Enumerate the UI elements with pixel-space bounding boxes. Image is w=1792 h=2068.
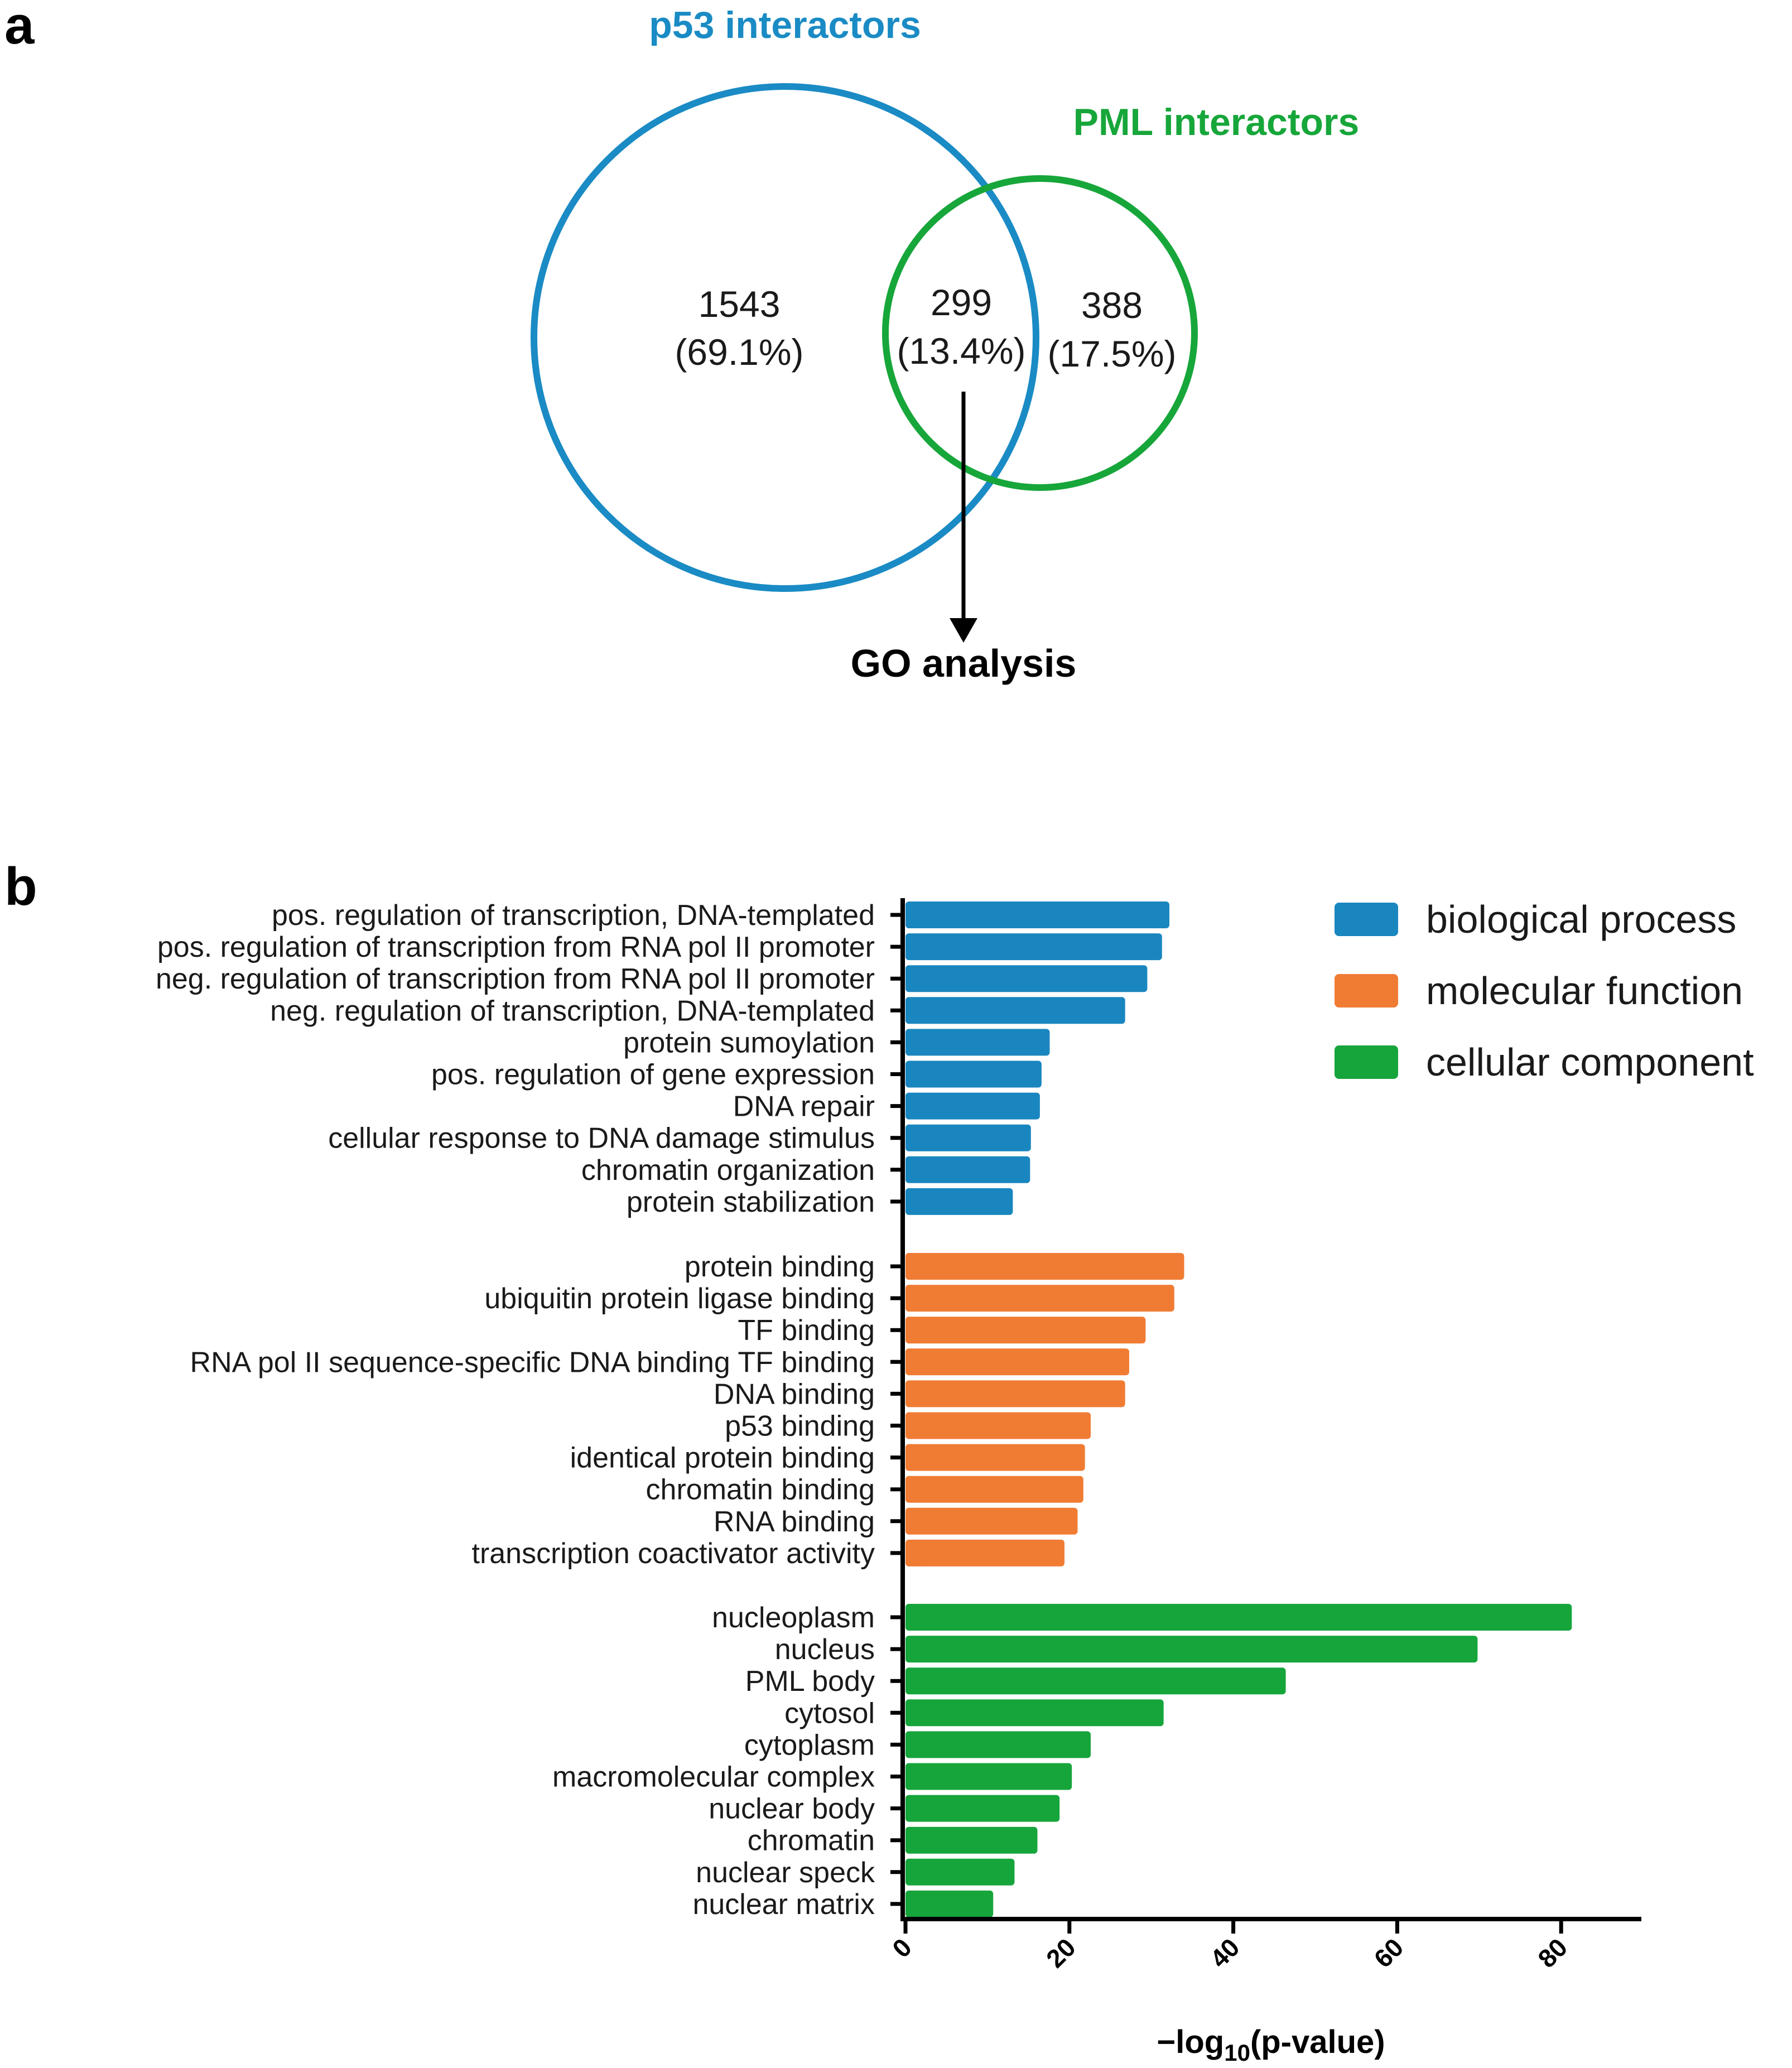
bar-pos-regulation-of-transcription-from-rna-pol-ii-promoter bbox=[905, 933, 1162, 961]
category-label-nuclear-matrix: nuclear matrix bbox=[692, 1888, 875, 1921]
legend-swatch-molecular-function bbox=[1335, 974, 1398, 1008]
category-label-nucleoplasm: nucleoplasm bbox=[712, 1602, 875, 1634]
category-label-protein-binding: protein binding bbox=[685, 1251, 875, 1283]
category-label-pos-regulation-of-transcription-dna-templated: pos. regulation of transcription, DNA-te… bbox=[272, 899, 875, 932]
category-label-pos-regulation-of-gene-expression: pos. regulation of gene expression bbox=[431, 1059, 875, 1091]
category-label-nucleus: nucleus bbox=[775, 1633, 875, 1666]
x-ticks-layer: 0 20 40 60 80 bbox=[887, 1919, 1573, 1973]
pml-set-circle bbox=[882, 175, 1198, 491]
legend-label-biological-process: biological process bbox=[1426, 898, 1736, 941]
legend-swatch-cellular-component bbox=[1335, 1045, 1398, 1079]
category-label-dna-repair: DNA repair bbox=[733, 1091, 875, 1123]
overlap-percent: (13.4%) bbox=[897, 330, 1025, 372]
category-label-tf-binding: TF binding bbox=[738, 1314, 875, 1347]
category-label-macromolecular-complex: macromolecular complex bbox=[552, 1761, 875, 1794]
category-label-transcription-coactivator-activity: transcription coactivator activity bbox=[472, 1537, 875, 1570]
bar-transcription-coactivator-activity bbox=[905, 1539, 1064, 1566]
legend: biological process molecular function cell… bbox=[1335, 898, 1754, 1084]
pml-only-count: 388 bbox=[1081, 285, 1143, 326]
bar-cytosol bbox=[905, 1699, 1164, 1727]
bar-dna-repair bbox=[905, 1092, 1040, 1120]
p53-set-label: p53 interactors bbox=[649, 4, 921, 46]
bar-chromatin-binding bbox=[905, 1476, 1083, 1503]
category-label-cytoplasm: cytoplasm bbox=[744, 1729, 875, 1761]
bar-protein-sumoylation bbox=[905, 1029, 1050, 1056]
p53-only-percent: (69.1%) bbox=[675, 331, 803, 373]
x-axis-title: −log10(p-value) bbox=[1157, 2024, 1385, 2066]
category-label-chromatin-binding: chromatin binding bbox=[646, 1474, 875, 1506]
bar-ubiquitin-protein-ligase-binding bbox=[905, 1285, 1174, 1312]
panel-b-label: b bbox=[4, 857, 37, 917]
category-label-nuclear-speck: nuclear speck bbox=[696, 1857, 875, 1889]
pml-set-label: PML interactors bbox=[1073, 101, 1360, 143]
category-label-rna-binding: RNA binding bbox=[714, 1506, 875, 1538]
category-label-protein-stabilization: protein stabilization bbox=[627, 1186, 875, 1218]
overlap-count: 299 bbox=[931, 282, 992, 323]
panel-a-label: a bbox=[4, 0, 35, 55]
bar-protein-binding bbox=[905, 1253, 1184, 1280]
legend-label-molecular-function: molecular function bbox=[1426, 969, 1743, 1013]
category-label-rna-pol-ii-sequence-specific-dna-binding-tf-binding: RNA pol II sequence-specific DNA binding… bbox=[190, 1346, 875, 1378]
bar-macromolecular-complex bbox=[905, 1763, 1072, 1790]
panel-a: a p53 interactors PML interactors 1543 (… bbox=[4, 0, 1359, 685]
go-analysis-label: GO analysis bbox=[851, 642, 1077, 685]
category-label-neg-regulation-of-transcription-from-rna-pol-ii-promoter: neg. regulation of transcription from RN… bbox=[156, 963, 875, 995]
legend-label-cellular-component: cellular component bbox=[1426, 1040, 1754, 1084]
bar-neg-regulation-of-transcription-from-rna-pol-ii-promoter bbox=[905, 965, 1148, 992]
x-tick-label: 60 bbox=[1369, 1932, 1409, 1973]
legend-swatch-biological-process bbox=[1335, 903, 1398, 936]
x-tick-label: 40 bbox=[1205, 1932, 1245, 1973]
x-tick-label: 0 bbox=[887, 1932, 917, 1963]
bar-pml-body bbox=[905, 1667, 1286, 1695]
bar-protein-stabilization bbox=[905, 1188, 1013, 1215]
pml-only-percent: (17.5%) bbox=[1047, 333, 1176, 374]
category-label-pml-body: PML body bbox=[745, 1665, 875, 1698]
bar-nuclear-speck bbox=[905, 1858, 1015, 1886]
category-label-pos-regulation-of-transcription-from-rna-pol-ii-promoter: pos. regulation of transcription from RN… bbox=[157, 931, 875, 963]
bar-pos-regulation-of-transcription-dna-templated bbox=[905, 902, 1169, 928]
category-label-ubiquitin-protein-ligase-binding: ubiquitin protein ligase binding bbox=[484, 1283, 875, 1315]
bar-identical-protein-binding bbox=[905, 1444, 1085, 1471]
bar-rna-pol-ii-sequence-specific-dna-binding-tf-binding bbox=[905, 1348, 1129, 1376]
p53-only-count: 1543 bbox=[699, 283, 781, 325]
category-label-nuclear-body: nuclear body bbox=[709, 1793, 875, 1825]
x-tick-label: 20 bbox=[1040, 1932, 1081, 1973]
bar-nuclear-matrix bbox=[905, 1890, 994, 1917]
bar-nuclear-body bbox=[905, 1795, 1060, 1822]
p53-set-circle bbox=[531, 83, 1039, 592]
category-label-identical-protein-binding: identical protein binding bbox=[570, 1442, 875, 1474]
category-label-cellular-response-to-dna-damage-stimulus: cellular response to DNA damage stimulus bbox=[328, 1122, 875, 1155]
x-tick-label: 80 bbox=[1532, 1932, 1573, 1973]
category-label-chromatin-organization: chromatin organization bbox=[581, 1154, 875, 1187]
category-label-protein-sumoylation: protein sumoylation bbox=[623, 1026, 875, 1059]
category-label-neg-regulation-of-transcription-dna-templated: neg. regulation of transcription, DNA-te… bbox=[270, 995, 875, 1027]
bar-chromatin-organization bbox=[905, 1156, 1030, 1183]
bar-pos-regulation-of-gene-expression bbox=[905, 1060, 1042, 1088]
category-label-cytosol: cytosol bbox=[784, 1697, 875, 1729]
bar-p53-binding bbox=[905, 1412, 1091, 1439]
bar-nucleoplasm bbox=[905, 1604, 1572, 1631]
bar-rna-binding bbox=[905, 1507, 1078, 1535]
bar-dna-binding bbox=[905, 1380, 1125, 1407]
bars-layer bbox=[905, 902, 1572, 1917]
go-analysis-arrowhead bbox=[950, 618, 977, 643]
category-label-dna-binding: DNA binding bbox=[714, 1378, 875, 1410]
panel-b: b pos. regulation of transcription, DNA-… bbox=[4, 857, 1754, 2066]
bar-nucleus bbox=[905, 1636, 1478, 1663]
bar-tf-binding bbox=[905, 1317, 1146, 1344]
bar-cellular-response-to-dna-damage-stimulus bbox=[905, 1124, 1031, 1151]
bar-cytoplasm bbox=[905, 1731, 1091, 1758]
category-label-chromatin: chromatin bbox=[748, 1825, 875, 1857]
bar-neg-regulation-of-transcription-dna-templated bbox=[905, 997, 1125, 1024]
category-label-p53-binding: p53 binding bbox=[725, 1410, 875, 1443]
category-labels-layer: pos. regulation of transcription, DNA-te… bbox=[156, 899, 875, 1921]
bar-chromatin bbox=[905, 1826, 1038, 1854]
